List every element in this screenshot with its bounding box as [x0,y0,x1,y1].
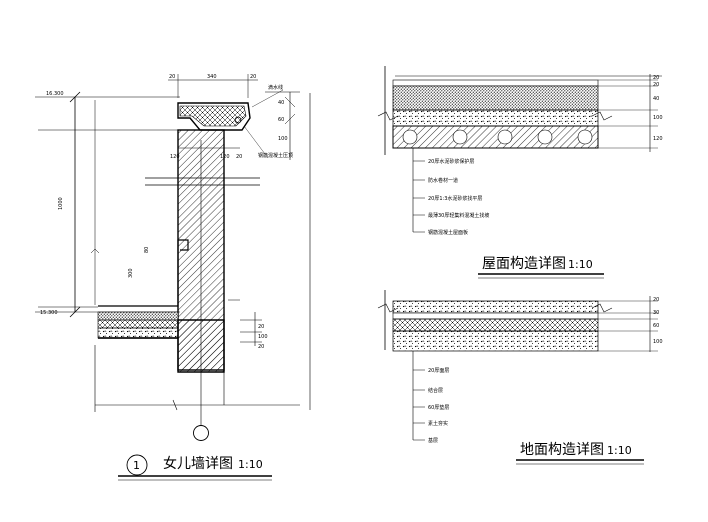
roof-layer-4: 最薄30厚轻集料混凝土找坡 [428,212,489,219]
floor-layer-2: 结合层 [428,387,443,394]
wall-dim-b: 120 [220,154,230,160]
parapet-index-number: 1 [133,459,140,472]
elevation-bottom-label: 15.300 [40,310,58,316]
slab-dim-a: 20 [258,324,264,330]
roof-scale: 1:10 [568,258,593,271]
floor-dim-2: 30 [653,310,659,316]
floor-dim-3: 60 [653,323,659,329]
floor-layer-4: 素土夯实 [428,420,448,427]
roof-title: 屋面构造详图 [482,256,566,272]
top-dim-mid: 340 [207,74,217,80]
parapet-detail: 16.300 15.300 1000 300 80 20 340 20 40 6… [35,74,311,481]
roof-dim-5: 120 [653,136,663,142]
wall-dim-c: 20 [236,154,242,160]
roof-layer-1: 20厚水泥砂浆保护层 [428,158,474,165]
floor-dim-4: 100 [653,339,663,345]
top-dim-right: 20 [250,74,256,80]
drip-note: 钢筋混凝土压顶 [258,152,293,159]
floor-dim-1: 20 [653,297,659,303]
floor-layer-1: 20厚面层 [428,368,449,374]
coping-note: 滴水线 [268,84,283,91]
floor-scale: 1:10 [607,444,632,457]
parapet-title: 女儿墙详图 [163,455,233,472]
roof-dim-2: 20 [653,82,659,88]
roof-layer-2: 防水卷材一道 [428,177,458,184]
elevation-top-label: 16.300 [46,91,64,97]
floor-title: 地面构造详图 [520,442,604,458]
roof-layer-3: 20厚1:3水泥砂浆找平层 [428,195,482,202]
roof-layer-5: 钢筋混凝土屋面板 [428,229,468,236]
roof-dim-4: 100 [653,115,663,121]
floor-detail: 20 30 60 100 20厚面层 结合层 60厚垫层 素土夯实 基层 地面构… [377,290,663,465]
upturn-small-dim: 80 [144,247,150,253]
height-total-dim: 1000 [58,197,64,210]
upturn-dim: 300 [128,268,134,278]
roof-dim-3: 40 [653,96,659,102]
roof-dim-1: 20 [653,75,659,81]
coping-dim-c: 100 [278,136,288,142]
floor-layer-5: 基层 [428,437,438,444]
roof-detail: 20 20 40 100 120 20厚水泥砂浆保护层 防水卷材一道 20厚1:… [377,66,663,279]
wall-dim-a: 120 [170,154,180,160]
slab-dim-b: 100 [258,334,268,340]
slab-dim-c: 20 [258,344,264,350]
coping-dim-a: 40 [278,100,284,106]
top-dim-left: 20 [169,74,175,80]
parapet-scale: 1:10 [238,458,263,471]
coping-dim-b: 60 [278,117,284,123]
floor-layer-3: 60厚垫层 [428,404,449,411]
